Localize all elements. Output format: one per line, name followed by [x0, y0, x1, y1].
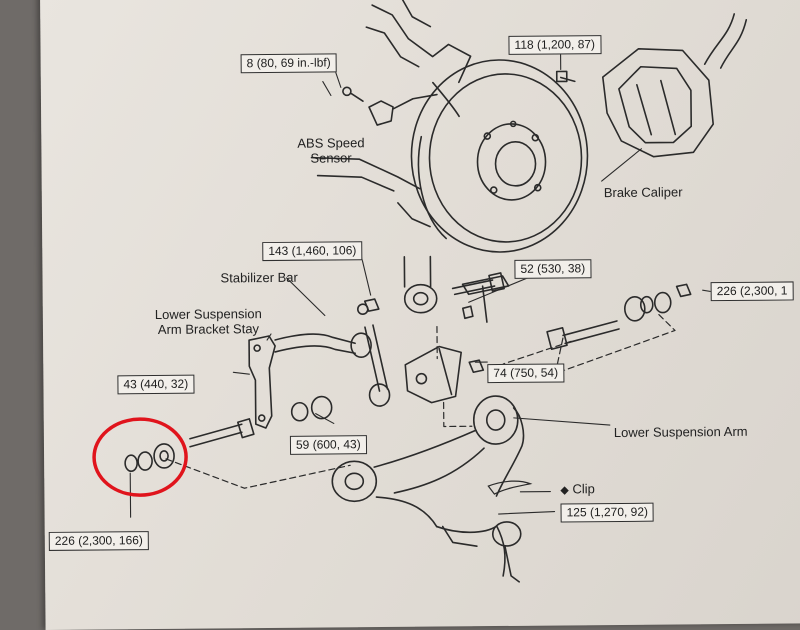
label-bracket-stay-line1: Lower Suspension — [154, 306, 262, 323]
torque-spec-front-nut-226: 226 (2,300, 166) — [48, 531, 149, 551]
torque-spec-caliper-bolt: 118 (1,200, 87) — [508, 35, 602, 55]
bracket-stay-drawing — [248, 335, 276, 429]
lower-suspension-arm-drawing — [331, 395, 525, 583]
dashed-guide-lines — [165, 314, 676, 489]
washers-drawing — [124, 283, 692, 473]
label-brake-caliper: Brake Caliper — [603, 184, 683, 201]
torque-spec-abs-sensor-bolt: 8 (80, 69 in.-lbf) — [240, 53, 337, 74]
label-clip: ◆ Clip — [560, 481, 595, 498]
torque-spec-rear-nut-226: 226 (2,300, 1 — [710, 281, 794, 302]
shock-absorber-drawing — [403, 255, 510, 323]
manual-page: 8 (80, 69 in.-lbf) 118 (1,200, 87) 143 (… — [40, 0, 800, 630]
brake-disc-drawing — [410, 59, 589, 253]
label-clip-text: Clip — [572, 481, 595, 497]
clip-marker-icon: ◆ — [560, 484, 569, 497]
steering-knuckle-drawing — [310, 0, 472, 228]
label-abs-speed-sensor: ABS Speed Sensor — [297, 135, 364, 166]
label-lower-suspension-arm-bracket-stay: Lower Suspension Arm Bracket Stay — [155, 306, 262, 337]
leader-lines — [129, 46, 716, 518]
label-abs-speed-sensor-line1: ABS Speed — [297, 135, 365, 151]
label-bracket-stay-line2: Arm Bracket Stay — [157, 321, 260, 337]
clip-drawing — [487, 480, 533, 495]
torque-spec-bolt-52: 52 (530, 38) — [514, 259, 592, 279]
brake-caliper-drawing — [555, 13, 748, 158]
abs-speed-sensor-drawing — [342, 86, 438, 126]
label-abs-speed-sensor-line2: Sensor — [310, 150, 352, 166]
stabilizer-bar-drawing — [274, 303, 391, 407]
torque-spec-stabilizer-nut: 143 (1,460, 106) — [262, 241, 363, 262]
torque-spec-nut-74: 74 (750, 54) — [487, 363, 565, 384]
torque-spec-bushing-59: 59 (600, 43) — [289, 435, 367, 455]
torque-spec-bracket-stay-bolt: 43 (440, 32) — [117, 374, 195, 395]
label-stabilizer-bar: Stabilizer Bar — [220, 269, 298, 286]
label-lower-suspension-arm: Lower Suspension Arm — [613, 423, 748, 441]
torque-spec-ball-joint-nut: 125 (1,270, 92) — [560, 502, 655, 523]
suspension-diagram — [92, 0, 748, 583]
front-bracket-drawing — [404, 345, 462, 404]
bolts-drawing — [189, 272, 620, 448]
highlight-circle — [92, 417, 188, 497]
